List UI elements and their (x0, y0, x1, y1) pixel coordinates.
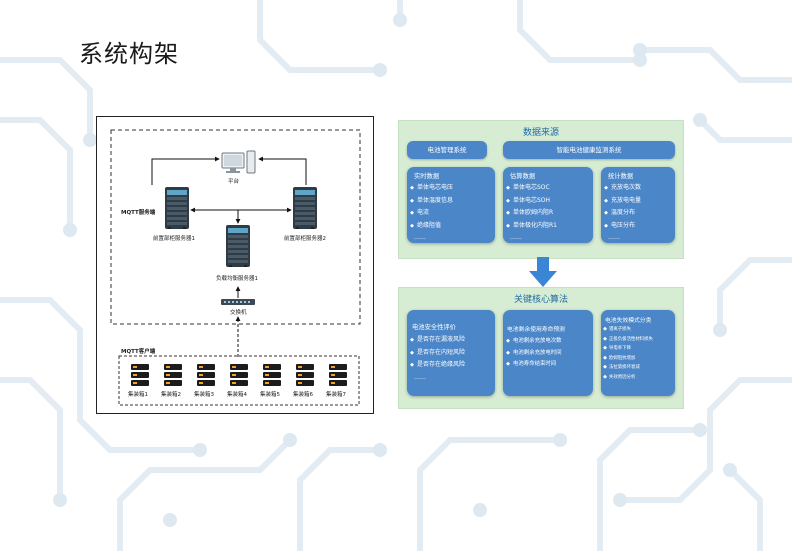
list-item: ◆锂离子损失 (603, 326, 631, 332)
container-rack-icon-1 (131, 364, 149, 386)
system-health-pill: 智能电池健康监测系统 (503, 141, 675, 159)
list-more: …… (510, 234, 522, 241)
card-title: 实时数据 (414, 173, 440, 180)
list-item: ◆单体电芯SOC (506, 184, 550, 191)
list-item: ◆法拉第损坏衰减 (603, 364, 640, 370)
card-title: 统计数据 (608, 173, 634, 180)
desktop-computer-icon (221, 150, 256, 174)
core-algorithm-title: 关键核心算法 (513, 295, 568, 305)
container-rack-icon-5 (263, 364, 281, 386)
container-rack-icon-6 (296, 364, 314, 386)
list-item: ◆正极负极活性材料损失 (603, 335, 653, 342)
list-more: …… (414, 373, 426, 381)
container-label-7: 集装箱7 (326, 392, 346, 398)
server-right-label: 前置部柜服务器2 (284, 236, 326, 242)
system-bms-pill: 电池管理系统 (407, 141, 487, 159)
page-title: 系统构架 (79, 40, 179, 68)
list-item: ◆单体电芯SOH (506, 196, 551, 204)
card-title: 电池安全性评价 (412, 324, 457, 331)
core-algorithm-panel: 关键核心算法 电池安全性评价 ◆是否存在漏液风险 ◆是否存在内短风险 ◆是否存在… (398, 287, 684, 409)
container-rack-icon-4 (230, 364, 248, 386)
container-label-2: 集装箱2 (161, 392, 181, 398)
list-item: ◆单体电芯电压 (410, 184, 454, 191)
switch-label: 交换机 (230, 310, 247, 316)
platform-label: 平台 (228, 179, 240, 185)
list-item: ◆欧姆阻抗增加 (603, 354, 636, 361)
container-label-6: 集装箱6 (293, 392, 313, 398)
card-title: 电池失效模式分类 (605, 318, 652, 324)
failure-mode-card: 电池失效模式分类 ◆锂离子损失 ◆正极负极活性材料损失 ◆导电率下降 ◆欧姆阻抗… (601, 310, 675, 396)
list-item: ◆单体欧姆内阻R (506, 209, 554, 216)
list-item: ◆单体温度信息 (410, 196, 454, 204)
card-list: ◆电池剩余充放电次数 ◆电池剩余充放电时间 ◆电池寿命结束时间 (503, 336, 562, 371)
card-title: 估算数据 (510, 173, 536, 180)
list-item: ◆电池剩余充放电时间 (506, 349, 562, 356)
architecture-diagram: 平台 MQTT服务端 前置部柜服务器1 前置部柜服务器2 负载均衡服务器1 交换… (96, 116, 374, 414)
card-title: 电池剩余使用寿命预测 (507, 327, 565, 333)
network-switch-icon (221, 299, 255, 305)
list-item: ◆充放电次数 (604, 184, 642, 191)
load-balancer-label: 负载均衡服务器1 (216, 276, 258, 282)
mqtt-client-label: MQTT客户端 (121, 349, 156, 355)
list-more: …… (414, 234, 426, 241)
data-source-title: 数据来源 (522, 128, 559, 138)
container-rack-icon-7 (329, 364, 347, 386)
list-item: ◆是否存在漏液风险 (410, 336, 466, 343)
mqtt-server-group (110, 129, 361, 325)
list-item: ◆电池剩余充放电次数 (506, 338, 562, 344)
list-more: …… (608, 234, 620, 241)
server-left-label: 前置部柜服务器1 (153, 236, 195, 242)
list-item: ◆是否存在内短风险 (410, 348, 466, 356)
container-label-1: 集装箱1 (128, 392, 148, 398)
card-list: ◆单体电芯电压 ◆单体温度信息 ◆电流 ◆绝缘阻值 …… (407, 182, 453, 244)
card-list: ◆单体电芯SOC ◆单体电芯SOH ◆单体欧姆内阻R ◆单体极化内阻R1 …… (503, 182, 557, 244)
architecture-lines (110, 129, 361, 406)
estimate-data-card: 估算数据 ◆单体电芯SOC ◆单体电芯SOH ◆单体欧姆内阻R ◆单体极化内阻R… (503, 167, 593, 243)
list-item: ◆电池寿命结束时间 (506, 361, 557, 367)
list-item: ◆温度分布 (604, 209, 636, 216)
list-item: ◆绝缘阻值 (410, 221, 442, 229)
list-item: ◆失效原因分析 (603, 373, 636, 380)
list-item: ◆充放电电量 (604, 196, 642, 204)
realtime-data-card: 实时数据 ◆单体电芯电压 ◆单体温度信息 ◆电流 ◆绝缘阻值 …… (407, 167, 495, 243)
card-list: ◆充放电次数 ◆充放电电量 ◆温度分布 ◆电压分布 …… (601, 182, 641, 244)
list-item: ◆电流 (410, 209, 430, 216)
container-rack-icon-2 (164, 364, 182, 386)
container-label-5: 集装箱5 (260, 392, 280, 398)
server-rack-icon-left (165, 187, 189, 229)
container-label-4: 集装箱4 (227, 392, 247, 398)
statistics-data-card: 统计数据 ◆充放电次数 ◆充放电电量 ◆温度分布 ◆电压分布 …… (601, 167, 675, 243)
list-item: ◆是否存在绝缘风险 (410, 361, 466, 368)
container-rack-icon-3 (197, 364, 215, 386)
mqtt-client-group (118, 355, 360, 406)
arrow-down-icon (529, 257, 557, 287)
safety-evaluation-card: 电池安全性评价 ◆是否存在漏液风险 ◆是否存在内短风险 ◆是否存在绝缘风险 …… (407, 310, 495, 396)
server-rack-icon-right (293, 187, 317, 229)
list-item: ◆单体极化内阻R1 (506, 221, 557, 229)
card-list: ◆锂离子损失 ◆正极负极活性材料损失 ◆导电率下降 ◆欧姆阻抗增加 ◆法拉第损坏… (601, 325, 653, 382)
card-list: ◆是否存在漏液风险 ◆是否存在内短风险 ◆是否存在绝缘风险 …… (407, 334, 465, 383)
data-source-panel: 数据来源 电池管理系统 智能电池健康监测系统 实时数据 ◆单体电芯电压 ◆单体温… (398, 120, 684, 259)
container-label-3: 集装箱3 (194, 392, 214, 398)
life-prediction-card: 电池剩余使用寿命预测 ◆电池剩余充放电次数 ◆电池剩余充放电时间 ◆电池寿命结束… (503, 310, 593, 396)
mqtt-server-label: MQTT服务端 (121, 210, 156, 216)
list-item: ◆电压分布 (604, 221, 636, 229)
list-item: ◆导电率下降 (603, 345, 631, 351)
server-rack-icon-balancer (226, 225, 250, 267)
